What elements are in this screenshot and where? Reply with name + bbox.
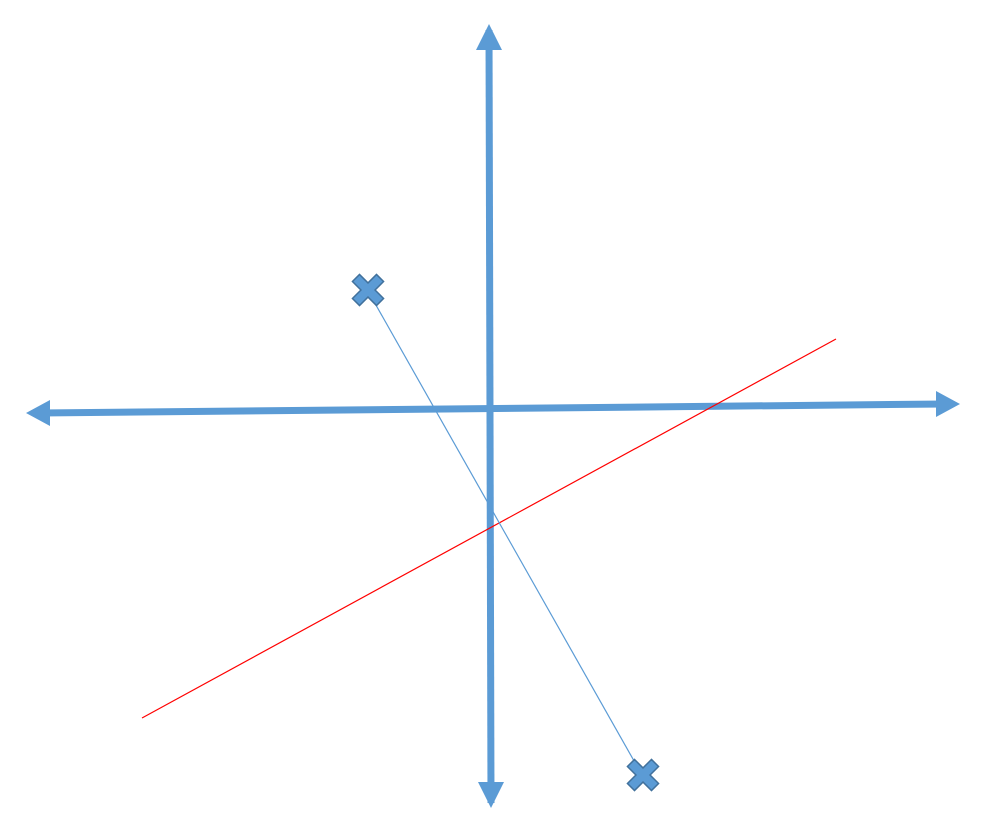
horizontal-axis (39, 400, 946, 417)
connector-line (367, 290, 643, 776)
vertical-axis (485, 29, 495, 804)
vertical-axis-top-arrow-icon (476, 24, 502, 50)
lower-marker-x-icon (626, 758, 660, 792)
upper-marker-x-icon (351, 273, 385, 307)
vertical-axis-bottom-arrow-icon (478, 782, 504, 808)
horizontal-axis-left-arrow-icon (26, 400, 50, 426)
horizontal-axis-right-arrow-icon (936, 391, 960, 417)
red-line (141, 338, 837, 719)
